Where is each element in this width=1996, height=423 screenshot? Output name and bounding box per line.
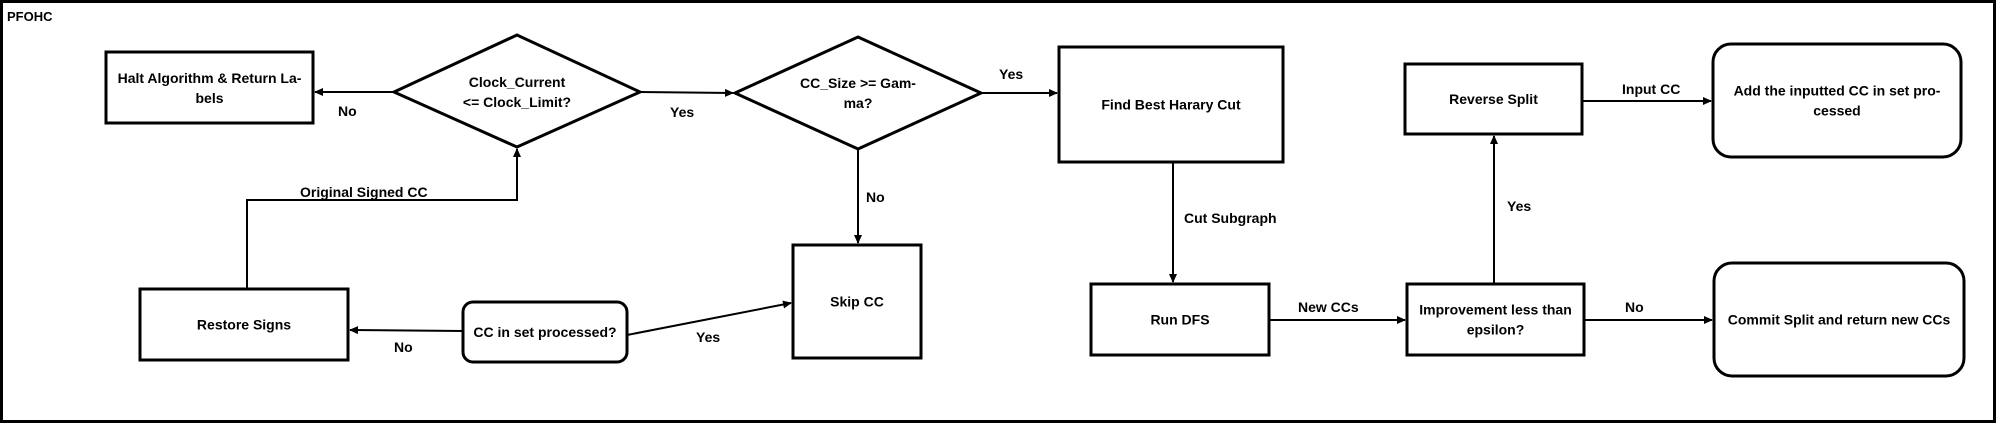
edge-label-clock-yes: Yes	[670, 104, 694, 120]
edge-label-clock-no: No	[338, 103, 357, 119]
label-line: Run DFS	[1150, 312, 1209, 328]
node-run-dfs: Run DFS	[1089, 282, 1271, 357]
edge-ccin-to-restore	[349, 326, 464, 335]
edge-label-ccin-yes: Yes	[696, 329, 720, 345]
label-line: Halt Algorithm & Return La-	[118, 70, 302, 86]
node-restore-text: Restore Signs	[197, 317, 291, 333]
edge-label-new-ccs: New CCs	[1298, 299, 1359, 315]
label-line: CC in set processed?	[473, 324, 616, 340]
label-line: cessed	[1813, 103, 1860, 119]
label-line: Clock_Current	[469, 74, 566, 90]
node-find-text: Find Best Harary Cut	[1101, 97, 1241, 113]
label-line: CC_Size >= Gam-	[800, 75, 916, 91]
node-commit-split: Commit Split and return new CCs	[1712, 261, 1966, 378]
node-add-cc-processed: Add the inputted CC in set pro-cessed	[1711, 42, 1963, 159]
label-line: Reverse Split	[1449, 91, 1538, 107]
edge-label-input-cc: Input CC	[1622, 81, 1680, 97]
node-reverse-split: Reverse Split	[1403, 62, 1584, 136]
node-improve-text: Improvement less than epsilon?	[1419, 302, 1572, 338]
label-line: Find Best Harary Cut	[1101, 97, 1241, 113]
node-improvement-decision: Improvement less than epsilon?	[1405, 282, 1586, 357]
node-cc-in-set-processed: CC in set processed?	[461, 300, 629, 364]
label-line: Restore Signs	[197, 317, 291, 333]
node-halt-algorithm: Halt Algorithm & Return La-bels	[104, 50, 315, 125]
node-cc-size-text: CC_Size >= Gam-ma?	[800, 75, 916, 111]
node-commit-text: Commit Split and return new CCs	[1728, 312, 1951, 328]
edge-restore-to-clock	[246, 148, 521, 289]
edge-label-cut-subgraph: Cut Subgraph	[1184, 210, 1277, 226]
label-line: Commit Split and return new CCs	[1728, 312, 1951, 328]
node-skip-text: Skip CC	[830, 294, 884, 310]
label-line: ma?	[844, 95, 873, 111]
node-cc-size-decision: CC_Size >= Gam-ma?	[731, 35, 985, 151]
edge-label-ccin-no: No	[394, 339, 413, 355]
label-line: epsilon?	[1467, 322, 1525, 338]
label-line: Improvement less than	[1419, 302, 1572, 318]
edge-label-ccsize-no: No	[866, 189, 885, 205]
edge-clock-to-ccsize	[639, 88, 734, 97]
node-reverse-text: Reverse Split	[1449, 91, 1538, 107]
label-line: <= Clock_Limit?	[463, 94, 571, 110]
node-rundfs-text: Run DFS	[1150, 312, 1209, 328]
edge-label-ccsize-yes: Yes	[999, 66, 1023, 82]
node-add-text: Add the inputted CC in set pro-cessed	[1734, 83, 1941, 119]
node-clock-decision: Clock_Current <= Clock_Limit?	[390, 33, 644, 149]
label-line: bels	[195, 90, 223, 106]
edge-label-improve-yes: Yes	[1507, 198, 1531, 214]
node-ccin-text: CC in set processed?	[473, 324, 616, 340]
node-find-best-harary-cut: Find Best Harary Cut	[1057, 45, 1285, 164]
node-clock-text: Clock_Current <= Clock_Limit?	[463, 74, 571, 110]
edge-ccin-to-skip	[626, 300, 792, 336]
edge-label-original-signed-cc: Original Signed CC	[300, 184, 428, 200]
label-line: Skip CC	[830, 294, 884, 310]
label-line: Add the inputted CC in set pro-	[1734, 83, 1941, 99]
node-restore-signs: Restore Signs	[138, 287, 350, 362]
edge-label-improve-no: No	[1625, 299, 1644, 315]
frame-title: PFOHC	[7, 9, 53, 24]
node-skip-cc: Skip CC	[791, 243, 923, 360]
node-halt-text: Halt Algorithm & Return La-bels	[118, 70, 302, 106]
